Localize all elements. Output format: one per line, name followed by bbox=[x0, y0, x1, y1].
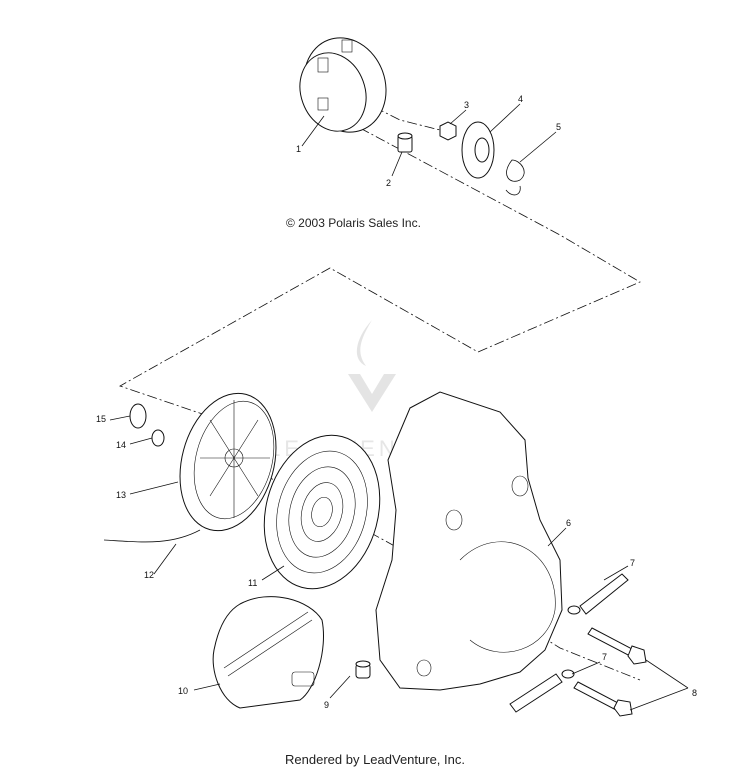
part-pin-lower bbox=[509, 669, 575, 713]
callout-13: 13 bbox=[116, 490, 126, 500]
part-cover-housing bbox=[375, 391, 563, 691]
callout-9: 9 bbox=[324, 700, 329, 710]
callout-4: 4 bbox=[518, 94, 523, 104]
part-bushing bbox=[151, 429, 165, 447]
part-starter-handle bbox=[212, 596, 324, 709]
callout-14: 14 bbox=[116, 440, 126, 450]
callout-3: 3 bbox=[464, 100, 469, 110]
part-bolt-long-upper bbox=[587, 627, 647, 665]
part-bolt-long-lower bbox=[573, 681, 633, 717]
copyright-notice: © 2003 Polaris Sales Inc. bbox=[286, 216, 421, 230]
assembly-lines bbox=[119, 74, 641, 681]
part-nut bbox=[439, 121, 457, 141]
part-recoil-spring bbox=[263, 434, 381, 590]
part-bolt-small bbox=[397, 132, 413, 153]
callout-8: 8 bbox=[692, 688, 697, 698]
callout-7-lower: 7 bbox=[602, 652, 607, 662]
part-rope bbox=[103, 529, 201, 543]
callout-11: 11 bbox=[248, 578, 257, 588]
part-pin-upper bbox=[567, 573, 629, 615]
part-clip bbox=[505, 159, 525, 196]
callouts: 1 2 3 4 5 6 7 7 8 9 10 11 12 13 14 15 bbox=[96, 94, 697, 710]
callout-2: 2 bbox=[386, 178, 391, 188]
part-fitting bbox=[355, 660, 371, 679]
callout-12: 12 bbox=[144, 570, 154, 580]
callout-10: 10 bbox=[178, 686, 188, 696]
callout-6: 6 bbox=[566, 518, 571, 528]
callout-7-upper: 7 bbox=[630, 558, 635, 568]
footer-credit: Rendered by LeadVenture, Inc. bbox=[285, 752, 465, 767]
callout-5: 5 bbox=[556, 122, 561, 132]
part-washer bbox=[129, 403, 147, 429]
part-reel bbox=[179, 392, 277, 532]
part-pulley bbox=[461, 121, 495, 179]
callout-15: 15 bbox=[96, 414, 106, 424]
part-ring bbox=[299, 37, 387, 133]
leader-lines bbox=[109, 103, 689, 711]
callout-1: 1 bbox=[296, 144, 301, 154]
